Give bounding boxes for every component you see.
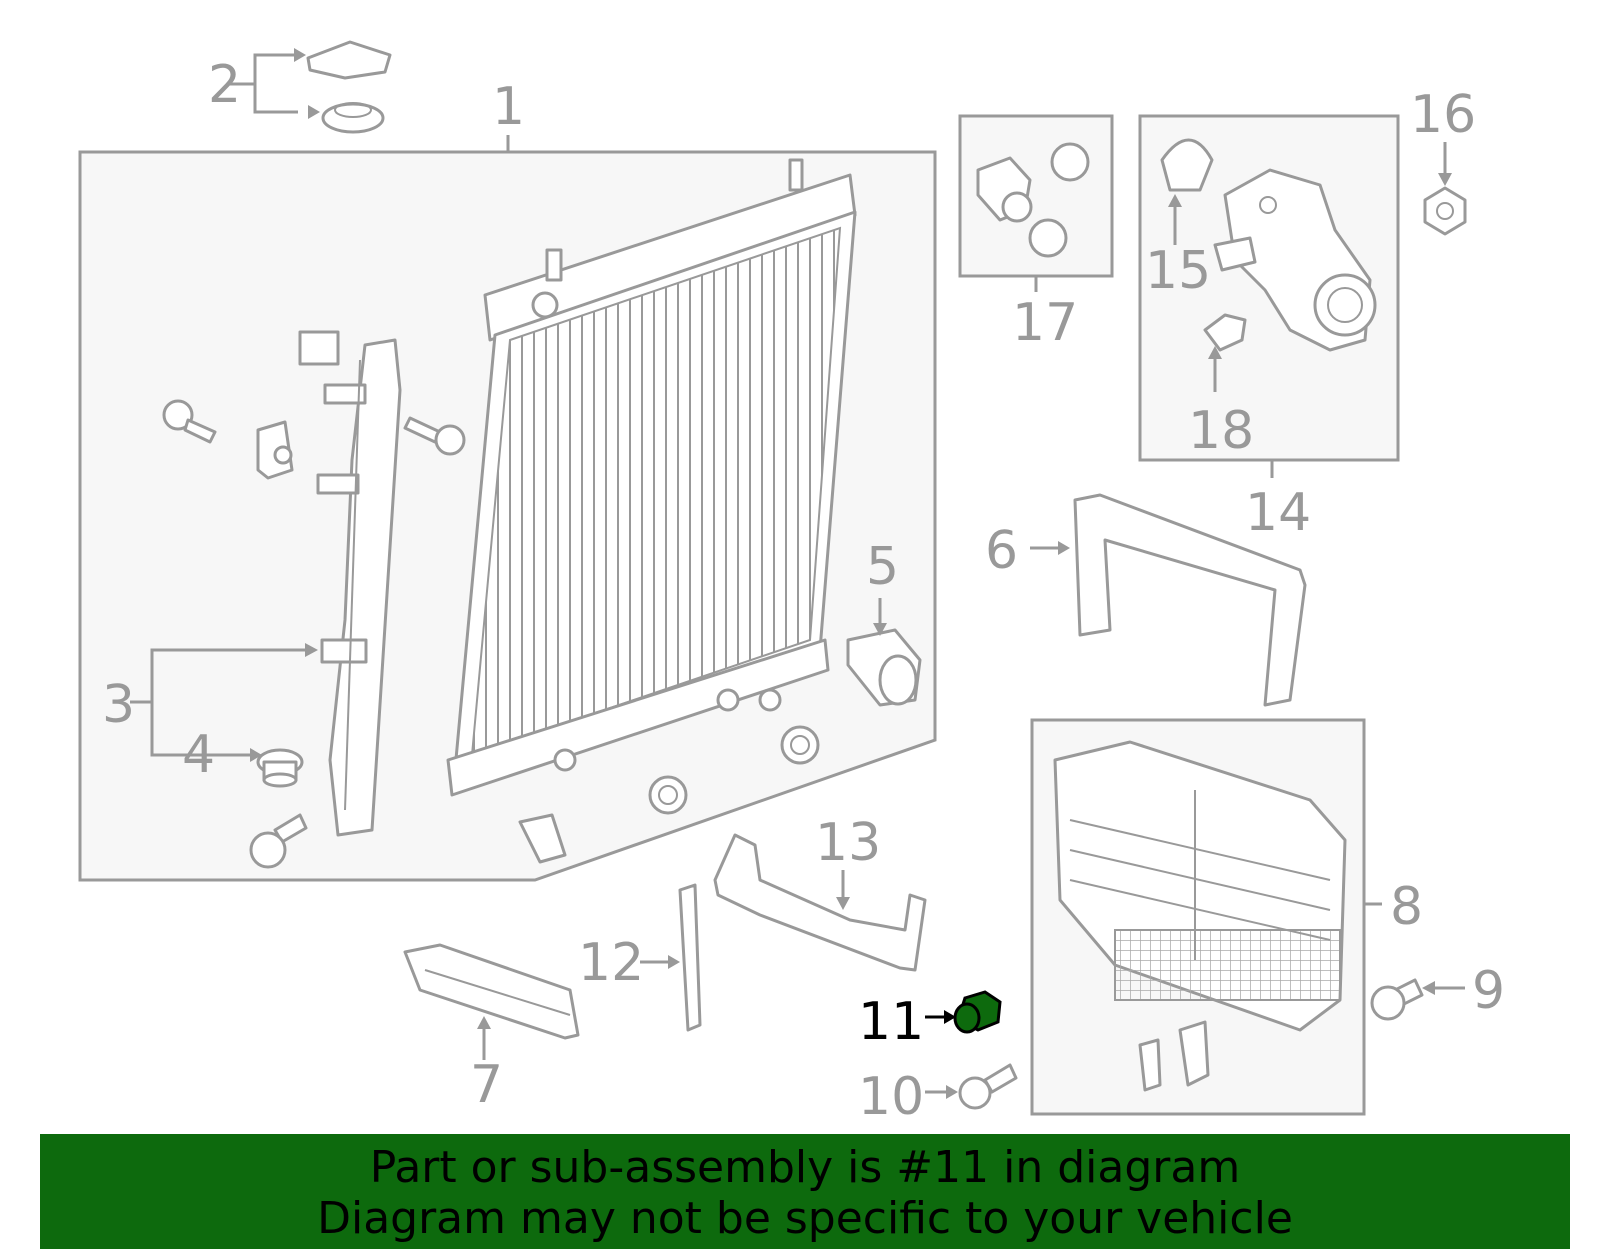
seal-part-2[interactable] [228, 40, 392, 134]
deflector-part-13[interactable] [713, 833, 927, 972]
deflector-part-7[interactable] [403, 943, 580, 1060]
banner-line-disclaimer: Diagram may not be specific to your vehi… [317, 1193, 1293, 1244]
callout-1: 1 [492, 77, 525, 137]
nut-part-16[interactable] [1423, 142, 1467, 236]
bracket-icon[interactable] [518, 813, 567, 864]
callout-5: 5 [866, 537, 899, 597]
callout-15: 15 [1145, 241, 1211, 301]
callout-13: 13 [815, 813, 881, 873]
callout-16: 16 [1410, 85, 1476, 145]
callout-7: 7 [470, 1055, 503, 1115]
gasket-part-15[interactable] [1160, 138, 1214, 245]
radiator[interactable] [446, 158, 857, 797]
callout-11: 11 [858, 992, 924, 1052]
side-bracket-part-3[interactable] [316, 338, 402, 837]
clip-icon[interactable] [298, 330, 340, 366]
callout-10: 10 [858, 1067, 924, 1127]
part-info-banner: Part or sub-assembly is #11 in diagram D… [40, 1134, 1570, 1249]
sensor-part-18[interactable] [1203, 313, 1247, 392]
callout-4: 4 [182, 725, 215, 785]
nut-icon[interactable] [648, 775, 688, 815]
hose-kit-box-17 [958, 114, 1114, 292]
thermostat-housing-icon[interactable] [1213, 168, 1377, 352]
callout-2: 2 [208, 55, 241, 115]
sensor-part-5[interactable] [846, 628, 922, 707]
callout-12: 12 [578, 933, 644, 993]
callout-18: 18 [1188, 401, 1254, 461]
air-baffle-part-6[interactable] [1030, 493, 1307, 707]
bolt-icon[interactable] [249, 813, 308, 869]
callout-6: 6 [985, 521, 1018, 581]
grommet-part-4[interactable] [256, 748, 304, 788]
callout-9: 9 [1472, 961, 1505, 1021]
highlighted-part-11[interactable] [925, 990, 1002, 1034]
bolt-part-9[interactable] [1370, 978, 1465, 1021]
seal-part-12[interactable] [640, 883, 702, 1032]
retainer-clip-icon[interactable] [256, 420, 294, 480]
banner-line-part-number: Part or sub-assembly is #11 in diagram [369, 1142, 1241, 1193]
callout-3: 3 [102, 675, 135, 735]
callout-8: 8 [1390, 877, 1423, 937]
bolt-icon[interactable] [403, 416, 466, 456]
callout-17: 17 [1012, 293, 1078, 353]
air-shutter-part-8[interactable] [1053, 740, 1347, 1092]
bolt-icon[interactable] [162, 399, 217, 444]
nut-icon[interactable] [780, 725, 820, 765]
callout-14: 14 [1245, 483, 1311, 543]
bolt-part-10[interactable] [925, 1063, 1018, 1110]
